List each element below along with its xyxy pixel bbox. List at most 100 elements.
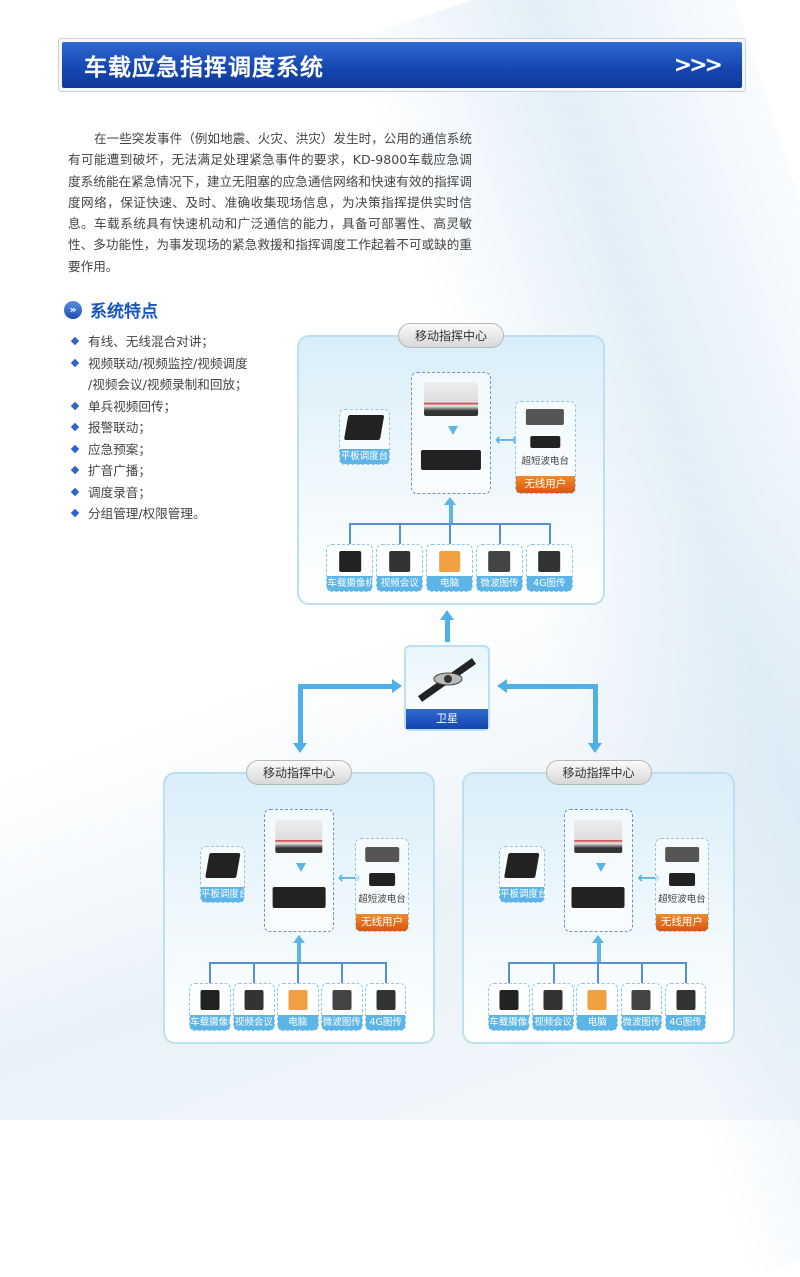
bus-drop [498,523,501,545]
bus-line [350,523,552,526]
link-arrow-up [445,618,450,642]
device-icon [543,989,563,1011]
bus-drop [548,523,551,545]
device-icon [438,550,461,572]
device-icon [288,989,308,1011]
panel-title: 移动指挥中心 [545,760,652,785]
device-2: 电脑 [426,544,474,593]
server-icon [272,887,326,909]
device-label: 4G图传 [526,576,572,592]
link-left-vertical [298,684,303,744]
arrow-down-icon [595,863,606,873]
wireless-user-label: 无线用户 [515,475,575,493]
device-0: 车载摄像机 [189,983,238,1032]
device-icon [339,550,361,572]
device-3: 微波图传 [620,983,663,1032]
device-label: 4G图传 [665,1015,706,1031]
features-title: 系统特点 [90,302,158,322]
feature-item: 有线、无线混合对讲； [72,331,248,353]
satellite-box: 卫星 [404,645,490,731]
satellite-label: 卫星 [406,709,488,729]
bus-drop [508,961,511,984]
tablet-box: 平板调度台 [498,846,547,903]
intro-paragraph: 在一些突发事件（例如地震、火灾、洪灾）发生时，公用的通信系统有可能遭到破坏，无法… [68,131,472,274]
link-left-horizontal [300,684,395,689]
radio-unit-icon [530,435,560,449]
satellite-icon [417,658,477,702]
tablet-box: 平板调度台 [199,846,249,903]
radio-console-icon [665,846,699,863]
vehicle-box [411,371,491,494]
double-chevron-icon: » [64,300,82,319]
device-icon [631,989,651,1011]
device-icon [332,989,352,1011]
link-right-horizontal [505,684,597,689]
panel-title: 移动指挥中心 [397,323,505,348]
device-icon [499,989,519,1011]
radio-console-icon [526,409,565,425]
device-icon [675,989,696,1011]
device-3: 微波图传 [475,544,524,593]
device-label: 电脑 [427,576,473,592]
arrow-head-down [293,743,307,753]
device-label: 微波图传 [621,1015,662,1031]
bus-drop [448,523,451,545]
device-label: 电脑 [278,1015,318,1031]
device-icon [200,989,220,1011]
radio-box: 超短波电台无线用户 [514,400,576,494]
device-icon [388,550,411,572]
feature-item: 单兵视频回传； [72,396,248,418]
device-icon [538,550,561,572]
bus-drop [385,961,388,984]
bus-drop [209,961,212,984]
features-list: 有线、无线混合对讲； 视频联动/视频监控/视频调度 /视频会议/视频录制和回放；… [72,331,248,525]
uplink-arrow [596,940,601,962]
arrow-head-up [592,934,605,943]
bidirectional-arrow-icon: ⟷ [637,867,661,887]
radio-console-icon [365,846,399,863]
device-1: 视频会议 [532,983,574,1032]
vehicle-box [563,808,634,933]
device-label: 视频会议 [533,1015,573,1031]
command-vehicle-icon [574,819,623,854]
command-vehicle-icon [275,819,323,854]
radio-box: 超短波电台无线用户 [654,838,709,933]
radio-unit-icon [369,873,395,887]
tablet-icon [503,852,540,878]
arrow-head-up [292,934,305,943]
device-icon [587,989,607,1011]
tablet-label: 平板调度台 [339,448,390,464]
uplink-arrow [297,940,302,962]
device-4: 4G图传 [525,544,573,593]
features-heading: » 系统特点 [64,297,158,322]
bus-drop [640,961,643,984]
uplink-arrow [448,501,453,524]
bidirectional-arrow-icon: ⟷ [495,430,519,450]
tablet-label: 平板调度台 [200,886,249,902]
radio-box: 超短波电台无线用户 [355,838,409,933]
feature-item: 视频联动/视频监控/视频调度 [72,353,248,375]
arrow-head-right [392,679,402,693]
device-1: 视频会议 [376,544,424,593]
device-icon [376,989,396,1011]
radio-label: 超短波电台 [658,893,706,905]
device-label: 微波图传 [476,576,523,592]
tablet-box: 平板调度台 [338,408,391,465]
device-label: 微波图传 [321,1015,362,1031]
bus-drop [253,961,256,984]
arrow-head-up [440,610,454,620]
device-3: 微波图传 [320,983,363,1032]
bus-drop [297,961,300,984]
tablet-icon [344,415,385,440]
arrow-down-icon [296,863,307,873]
arrow-head-left [497,679,507,693]
device-label: 车载摄像机 [190,1015,238,1031]
arrow-head-up [443,496,456,505]
bus-drop [349,523,352,545]
bus-drop [552,961,555,984]
device-label: 车载摄像机 [327,576,375,592]
feature-item: 扩音广播； [72,460,248,482]
bus-drop [341,961,344,984]
link-right-vertical [593,684,598,744]
